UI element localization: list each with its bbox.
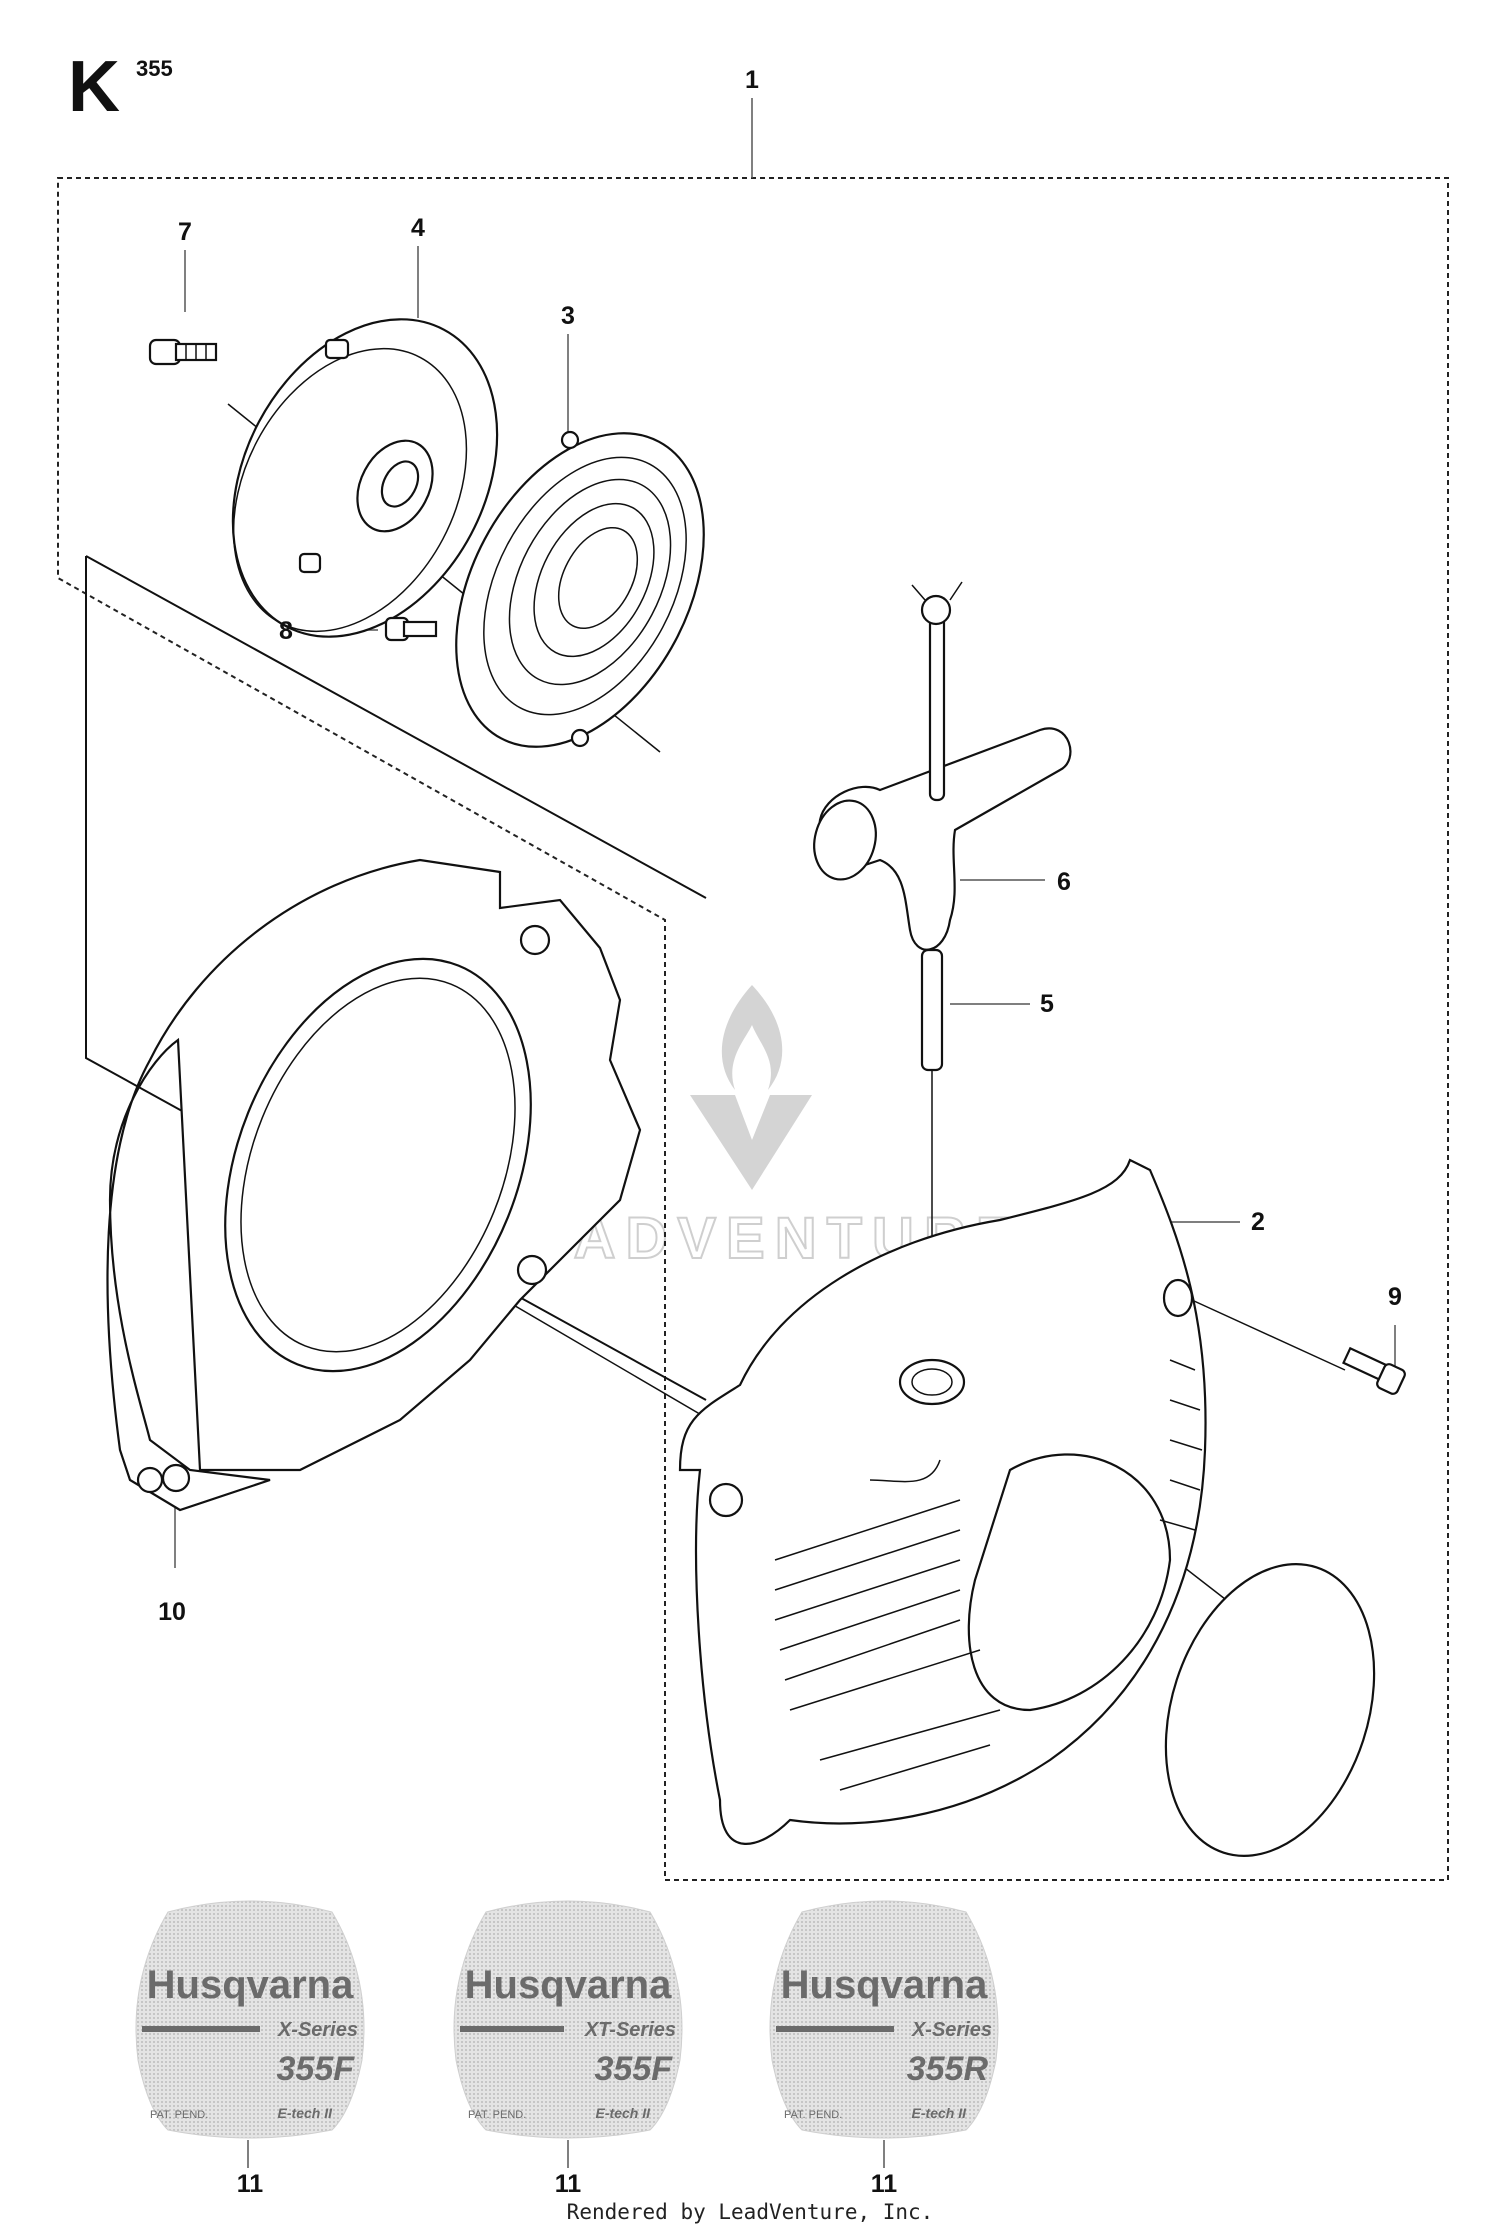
callout-3: 3 [561,302,575,330]
decal-3-etech: E-tech II [912,2105,968,2121]
part-11-decal-outline [1164,1563,1376,1857]
decal-1-series: X-Series [277,2019,358,2041]
callout-1: 1 [745,66,759,94]
callout-7: 7 [178,218,192,246]
part-10-housing-plate [106,858,642,1512]
decal-2: Husqvarna XT-Series 355F PAT. PEND. E-te… [453,1900,683,2139]
part-5-rope [911,581,963,1072]
decal-2-series: XT-Series [584,2019,676,2041]
decal-3-series: X-Series [911,2019,992,2041]
decal-3-pat: PAT. PEND. [784,2109,842,2121]
decal-2-brand: Husqvarna [465,1963,672,2007]
decal-3-model: 355R [907,2050,989,2088]
footer-credit: Rendered by LeadVenture, Inc. [566,2200,934,2224]
decal-3: Husqvarna X-Series 355R PAT. PEND. E-tec… [769,1900,999,2139]
part-9-screw [1342,1346,1406,1395]
part-3-recoil-spring [455,430,705,748]
part-6-handle [813,727,1072,951]
assembly-box-outer [57,177,1449,1881]
decal-1-brand: Husqvarna [147,1963,354,2007]
callout-10: 10 [158,1598,186,1626]
callout-4: 4 [411,214,425,242]
decal-1-etech: E-tech II [278,2105,334,2121]
lv-logo-icon [690,1095,812,1190]
callout-9: 9 [1388,1283,1402,1311]
model-number: 355 [136,56,173,81]
decal-1: Husqvarna X-Series 355F PAT. PEND. E-tec… [135,1900,365,2139]
callout-8: 8 [279,617,293,645]
part-4-pulley [231,318,499,638]
part-2-starter-cover [678,1158,1207,1845]
callout-6: 6 [1057,868,1071,896]
part-7-screw [148,338,218,366]
decal-2-etech: E-tech II [596,2105,652,2121]
callout-5: 5 [1040,990,1054,1018]
part-8-screw [384,616,438,642]
decal-1-model: 355F [277,2050,356,2088]
callout-numbers: 1 2 3 4 5 6 7 8 9 10 11 11 11 [158,66,1402,2198]
decal-2-pat: PAT. PEND. [468,2109,526,2121]
section-letter: K [68,47,120,127]
flame-icon [721,985,783,1090]
callout-11c: 11 [871,2170,898,2198]
decal-2-model: 355F [595,2050,674,2088]
callout-2: 2 [1251,1208,1265,1236]
decal-3-brand: Husqvarna [781,1963,988,2007]
callout-11a: 11 [237,2170,264,2198]
callout-11b: 11 [555,2170,582,2198]
decal-1-pat: PAT. PEND. [150,2109,208,2121]
